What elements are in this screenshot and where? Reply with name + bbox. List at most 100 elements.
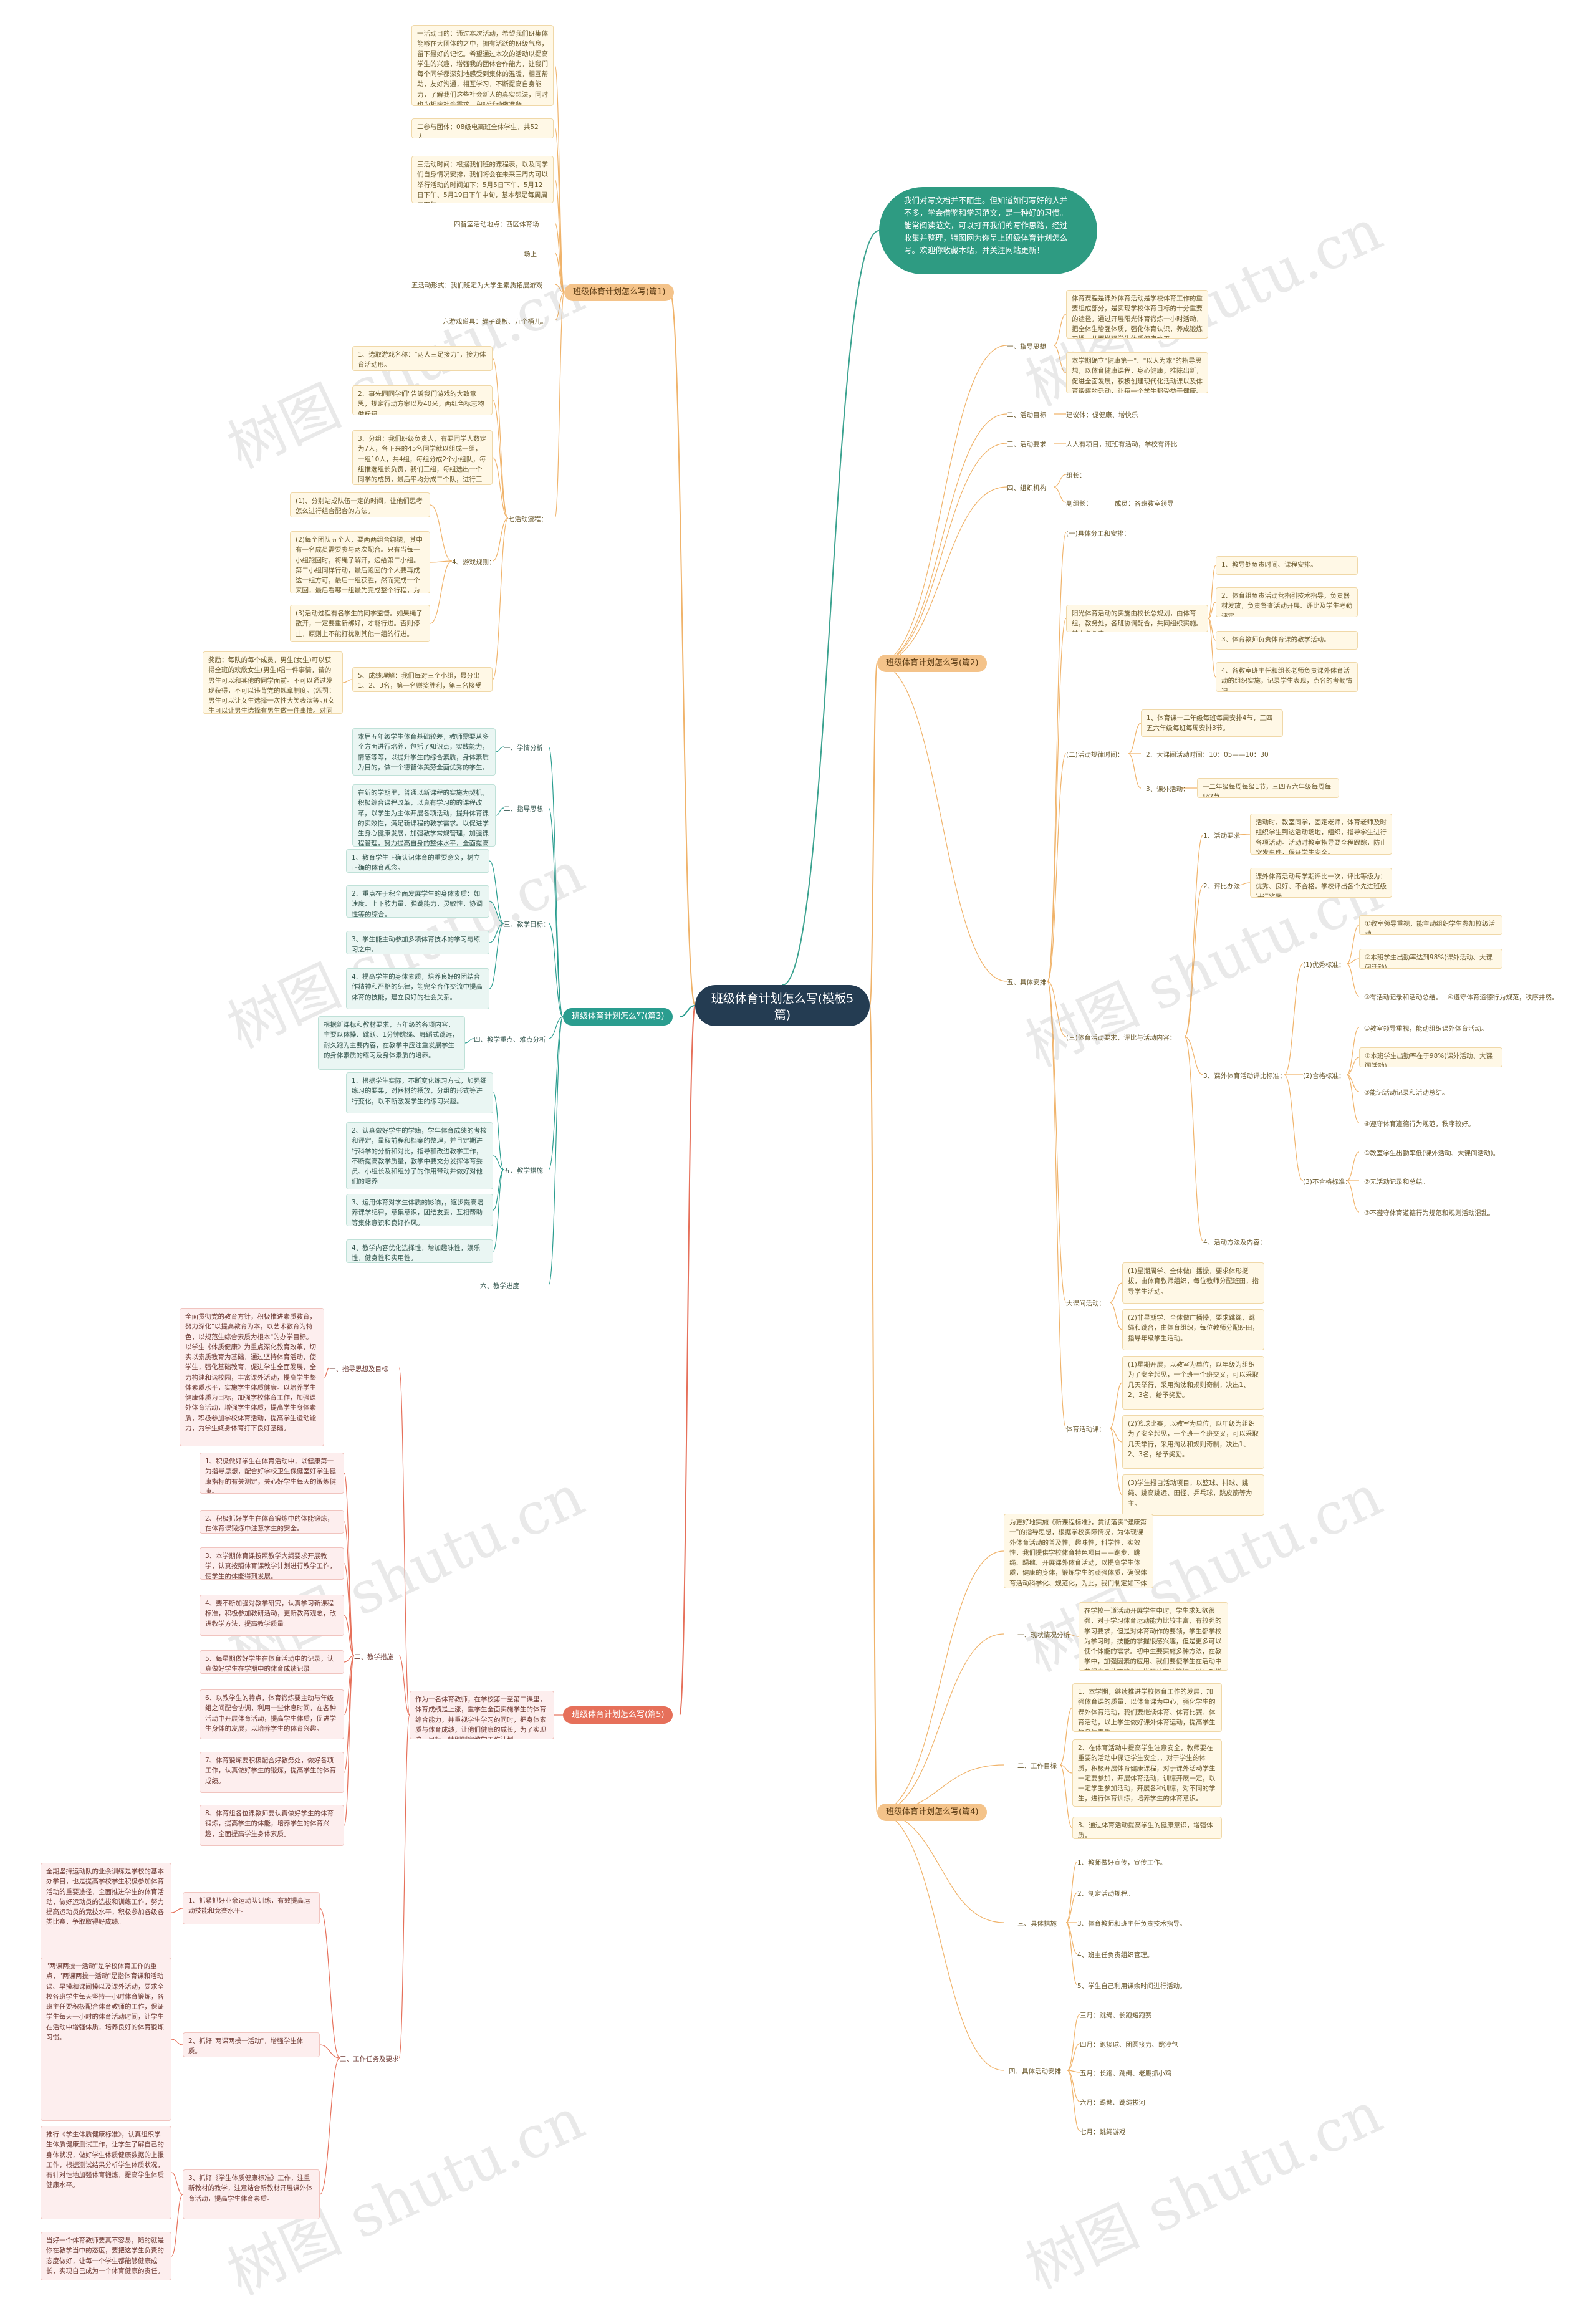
connector xyxy=(877,345,1007,664)
connector xyxy=(344,1563,355,1656)
b3-section-2: 二、指导思想 xyxy=(504,805,543,813)
connector xyxy=(1109,1428,1123,1443)
b4-measure-3: 3、体育教师和班主任负责技术指导。 xyxy=(1077,1920,1186,1928)
b4-month-6: 六月：踢毽、跳绳拔河 xyxy=(1080,2099,1145,2107)
connector xyxy=(1284,1074,1304,1181)
b1-rule-3: (3)活动过程有名学生的同学监督。如果绳子散开，一定要重新绑好，才能行进。否则停… xyxy=(290,605,430,642)
b4-measure-2: 2、制定活动规程。 xyxy=(1077,1890,1134,1898)
connector xyxy=(430,560,453,624)
connector xyxy=(1047,981,1067,1037)
b2-eval-method-detail: 课外体育活动每学期评比一次，评比等级为：优秀、良好、不合格。学校评出各个先进班级… xyxy=(1250,868,1392,898)
connector xyxy=(398,1367,410,1716)
b5-measure-5: 5、每星期做好学生在体育活动中的记录，认真做好学生在学期中的体育成绩记录。 xyxy=(200,1650,344,1674)
branch-4-header[interactable]: 班级体育计划怎么写(篇4) xyxy=(877,1804,988,1821)
b2-division-3: 3、体育教师负责体育课的教学活动。 xyxy=(1216,631,1358,650)
b2-fail-2: ②无活动记录和总结。 xyxy=(1364,1178,1429,1186)
connector xyxy=(492,400,509,519)
connector xyxy=(1067,2070,1080,2131)
connector xyxy=(489,860,504,924)
b3-measure-2: 2、认真做好学生的学籍，学年体育成绩的考核和评定，量取前程和档案的整理，并且定期… xyxy=(346,1122,493,1189)
b4-intro: 为更好地实施《新课程标准》，贯彻落实"健康第一"的指导思想，根据学校实际情况，为… xyxy=(1004,1514,1153,1588)
branch-1-header[interactable]: 班级体育计划怎么写(篇1) xyxy=(564,284,675,301)
connector xyxy=(1237,834,1251,835)
b2-section-2: 二、活动目标 xyxy=(1007,411,1046,419)
b1-item-participants: 二参与团体：08级电商班全体学生，共52人。 xyxy=(411,118,554,138)
b5-measure-7: 7、体育锻炼要积极配合好教务处，做好各项工作，认真做好学生的锻炼，提高学生的体育… xyxy=(200,1752,344,1793)
connector xyxy=(1065,1922,1078,1986)
b2-goal: 建议体：促健康、增快乐 xyxy=(1066,411,1138,419)
connector xyxy=(548,746,564,1017)
b3-goal-1: 1、教育学生正确认识体育的重要意义，树立正确的体育观念。 xyxy=(346,849,489,873)
b4-goal-3: 3、通过体育活动提高学生的健康意识，增强体质。 xyxy=(1072,1817,1222,1839)
b3-section-1: 一、学情分析 xyxy=(504,744,543,752)
connector xyxy=(1059,1764,1073,1774)
b2-org-members: 成员：各班教室领导 xyxy=(1115,500,1174,507)
b2-excellent-1: ①教室领导重视，能主动组织学生参加校级活动。 xyxy=(1359,915,1502,935)
connector xyxy=(1237,882,1251,886)
connector xyxy=(493,1169,504,1211)
connector xyxy=(1053,345,1067,373)
b2-division-2: 2、体育组负责活动营指引技术指导，负责器材发放，负责督查活动开展、评比及学生考勤… xyxy=(1216,587,1358,617)
connector xyxy=(1065,1861,1078,1923)
b2-org-deputy: 副组长： xyxy=(1066,500,1092,507)
connector xyxy=(554,252,565,293)
connector xyxy=(877,663,1007,982)
connector xyxy=(1065,1892,1078,1923)
connector xyxy=(492,358,509,519)
connector xyxy=(548,1016,564,1170)
connector xyxy=(171,1908,183,1913)
connector xyxy=(1208,602,1216,619)
connector xyxy=(398,1714,410,2059)
b2-requirements: 人人有项目，班班有活动，学校有评比 xyxy=(1066,441,1178,448)
b5-section-1: 一、指导思想及目标 xyxy=(329,1365,388,1373)
root-topic[interactable]: 班级体育计划怎么写(模板5篇) xyxy=(695,985,870,1026)
connector xyxy=(171,2039,183,2045)
b4-month-4: 四月：跑接球、团圆接力、跳沙包 xyxy=(1080,2041,1178,2049)
connector xyxy=(430,504,453,562)
b5-measure-2: 2、积极抓好学生在体育锻炼中的体能锻炼，在体育课锻炼中注意学生的安全。 xyxy=(200,1510,344,1534)
b1-item-purpose: 一活动目的：通过本次活动，希望我们班集体能够在大团体的之中，拥有活跃的班级气息，… xyxy=(411,25,554,106)
branch-5-header[interactable]: 班级体育计划怎么写(篇5) xyxy=(563,1706,673,1724)
b5-task-3: 3、抓好《学生体质健康标准》工作，注重新教材的教学，注意结合新教材开展课外体育活… xyxy=(183,2169,320,2219)
connector xyxy=(319,2057,340,2195)
b2-guiding-1: 体育课程是课外体育活动是学校体育工作的重要组成部分，是实现学校体育目标的十分重要… xyxy=(1066,290,1208,339)
connector xyxy=(548,1016,564,1285)
b5-measure-1: 1、积极做好学生在体育活动中，以健康第一为指导思想，配合好学校卫生保健室好学生健… xyxy=(200,1453,344,1494)
b2-section-1: 一、指导思想 xyxy=(1007,343,1046,350)
connector xyxy=(679,1005,696,1017)
b2-fail-1: ①教室学生出勤率低(课外活动、大课间活动)。 xyxy=(1364,1150,1500,1157)
connector xyxy=(464,1038,474,1044)
branch-2-header[interactable]: 班级体育计划怎么写(篇2) xyxy=(877,655,988,672)
branch-3-header[interactable]: 班级体育计划怎么写(篇3) xyxy=(563,1008,673,1026)
connector xyxy=(1059,1764,1073,1828)
b3-guiding: 在新的学期里，普通以新课程的实施为契机，积极综合课程改革，以真有学习的的课程改革… xyxy=(352,784,496,847)
b2-pe-class: 体育活动课： xyxy=(1066,1426,1105,1433)
connector xyxy=(877,1633,1004,1813)
b4-section-3: 三、具体措施 xyxy=(1017,1920,1057,1928)
connector xyxy=(679,1005,696,1716)
connector xyxy=(877,1550,1004,1813)
b1-flow-step-1: 1、选取游戏名称："两人三足接力"，接力体育活动形。 xyxy=(352,346,493,371)
b3-goal-3: 3、学生能主动参加多项体育技术的学习与练习之中。 xyxy=(346,931,489,954)
connector xyxy=(869,663,878,1006)
b3-measure-1: 1、根据学生实际，不断变化练习方式，加强细练习的要果，对器材的摆放，分组的形式等… xyxy=(346,1072,493,1113)
b2-break-1: (1)星期周学、全体做广播操，要求体形挺拔，由体育教师组织，每位教师分配班田，指… xyxy=(1122,1262,1264,1304)
b5-guiding: 全面贯彻党的教育方针，积极推进素质教育，努力深化"以提高教育为本，以艺术教育为特… xyxy=(180,1308,324,1446)
connector xyxy=(319,2044,340,2059)
connector xyxy=(1047,753,1067,982)
b2-fail-3: ③不遵守体育道德行为规范和规则活动混乱。 xyxy=(1364,1209,1494,1217)
connector xyxy=(344,1655,355,1773)
b4-month-3: 三月：跳绳、长跑短跑赛 xyxy=(1080,2012,1152,2019)
connector xyxy=(1047,981,1067,1429)
connector xyxy=(1053,486,1067,503)
connector xyxy=(1109,1382,1123,1429)
b2-division-1: 1、教导处负责时间、课程安排。 xyxy=(1216,556,1358,575)
b2-pass-1: ①教室领导重视，能动组织课外体育活动。 xyxy=(1364,1025,1488,1032)
b1-item-time: 三活动时间：根据我们班的课程表，以及同学们自身情况安排，我们将会在未来三周内可以… xyxy=(411,156,554,203)
connector xyxy=(1128,723,1142,754)
b1-flow-step-4: 4、游戏规则： xyxy=(452,559,496,566)
connector xyxy=(554,223,565,293)
connector xyxy=(1184,834,1204,1037)
connector xyxy=(877,1812,1004,2071)
b3-goal-2: 2、重点在于积全面发展学生的身体素质：如速度、上下肢力量、弹跳能力，灵敏性，协调… xyxy=(346,885,489,918)
